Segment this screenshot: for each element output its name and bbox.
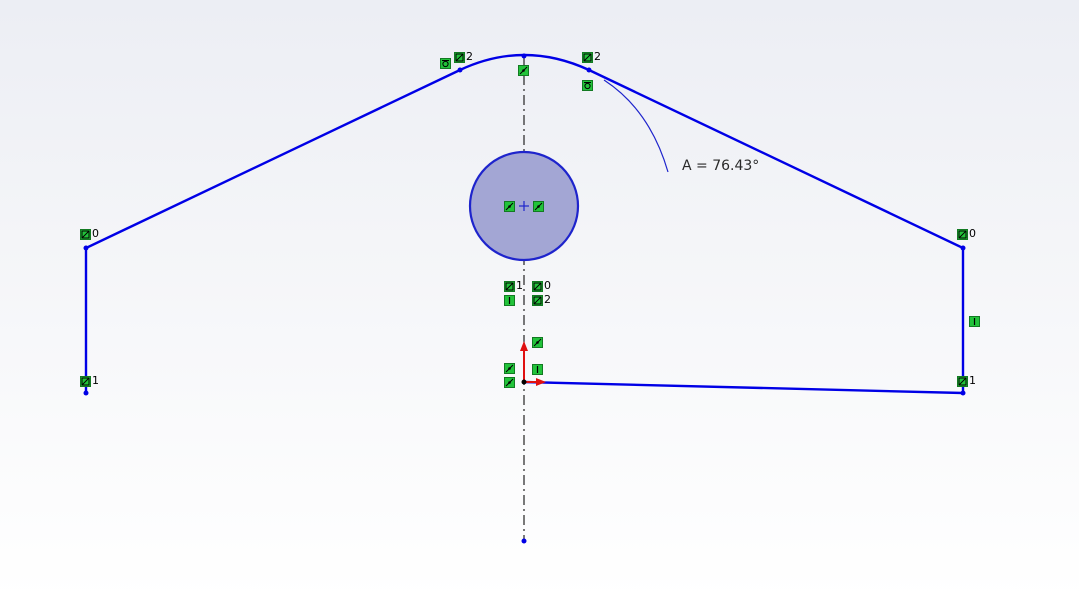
midpoint-icon: [504, 376, 515, 388]
relation-badge-right-vertical[interactable]: [969, 315, 981, 327]
origin-icon: [520, 341, 546, 386]
midpoint-icon: [504, 362, 515, 374]
relation-badge-arc-left-tangent[interactable]: [440, 57, 452, 69]
angle-dimension-label[interactable]: A = 76.43°: [682, 158, 760, 174]
relation-count: 1: [516, 279, 523, 292]
sketch-profile-left[interactable]: [84, 68, 461, 393]
tangent-icon: [582, 79, 593, 91]
coincident-icon: [957, 375, 968, 387]
angle-dimension-leader[interactable]: [603, 79, 669, 173]
coincident-icon: [957, 228, 968, 240]
relation-badge-right-bottom[interactable]: 1: [957, 375, 976, 387]
relation-badge-center-b[interactable]: 0: [532, 280, 551, 292]
relation-badge-circle-center-left[interactable]: [504, 200, 516, 212]
midpoint-icon: [518, 64, 529, 76]
relation-badge-right-top[interactable]: 0: [957, 228, 976, 240]
relation-count: 1: [92, 374, 99, 387]
relation-badge-arc-top[interactable]: [518, 64, 530, 76]
vertical-icon: [969, 315, 980, 327]
circle-center-mark: [519, 201, 529, 211]
sketch-point[interactable]: [83, 245, 89, 251]
relation-count: 2: [544, 293, 551, 306]
sketch-point[interactable]: [521, 538, 527, 544]
coincident-icon: [532, 294, 543, 306]
coincident-icon: [504, 280, 515, 292]
relation-count: 1: [969, 374, 976, 387]
relation-badge-origin-vertical[interactable]: [532, 363, 544, 375]
sketch-profile-right[interactable]: [588, 68, 965, 393]
sketch-bottom-line[interactable]: [523, 380, 964, 395]
relation-badge-origin-left-a[interactable]: [504, 362, 516, 374]
relation-badge-arc-right-tangent[interactable]: [582, 79, 594, 91]
relation-badge-origin-left-b[interactable]: [504, 376, 516, 388]
sketch-point[interactable]: [457, 67, 463, 73]
relation-count: 2: [594, 50, 601, 63]
sketch-point[interactable]: [960, 245, 966, 251]
vertical-icon: [532, 363, 543, 375]
relation-badge-left-top[interactable]: 0: [80, 228, 99, 240]
coincident-icon: [80, 375, 91, 387]
tangent-icon: [440, 57, 451, 69]
relation-count: 2: [466, 50, 473, 63]
relation-badge-center-a[interactable]: 1: [504, 280, 523, 292]
coincident-icon: [532, 280, 543, 292]
relation-badge-circle-center-right[interactable]: [533, 200, 545, 212]
relation-count: 0: [92, 227, 99, 240]
coincident-icon: [80, 228, 91, 240]
coincident-icon: [582, 51, 593, 63]
relation-badge-center-c[interactable]: 2: [532, 294, 551, 306]
sketch-point[interactable]: [586, 67, 592, 73]
midpoint-icon: [532, 336, 543, 348]
sketch-point[interactable]: [960, 390, 966, 396]
vertical-icon: [504, 294, 515, 306]
relation-badge-origin-top[interactable]: [532, 336, 544, 348]
midpoint-icon: [504, 200, 515, 212]
relation-badge-arc-right[interactable]: 2: [582, 51, 601, 63]
sketch-point[interactable]: [83, 390, 89, 396]
relation-count: 0: [544, 279, 551, 292]
relation-badge-center-vertical[interactable]: [504, 294, 516, 306]
coincident-icon: [454, 51, 465, 63]
midpoint-icon: [533, 200, 544, 212]
sketch-point[interactable]: [521, 53, 527, 59]
relation-count: 0: [969, 227, 976, 240]
relation-badge-left-bottom[interactable]: 1: [80, 375, 99, 387]
relation-badge-arc-left[interactable]: 2: [454, 51, 473, 63]
